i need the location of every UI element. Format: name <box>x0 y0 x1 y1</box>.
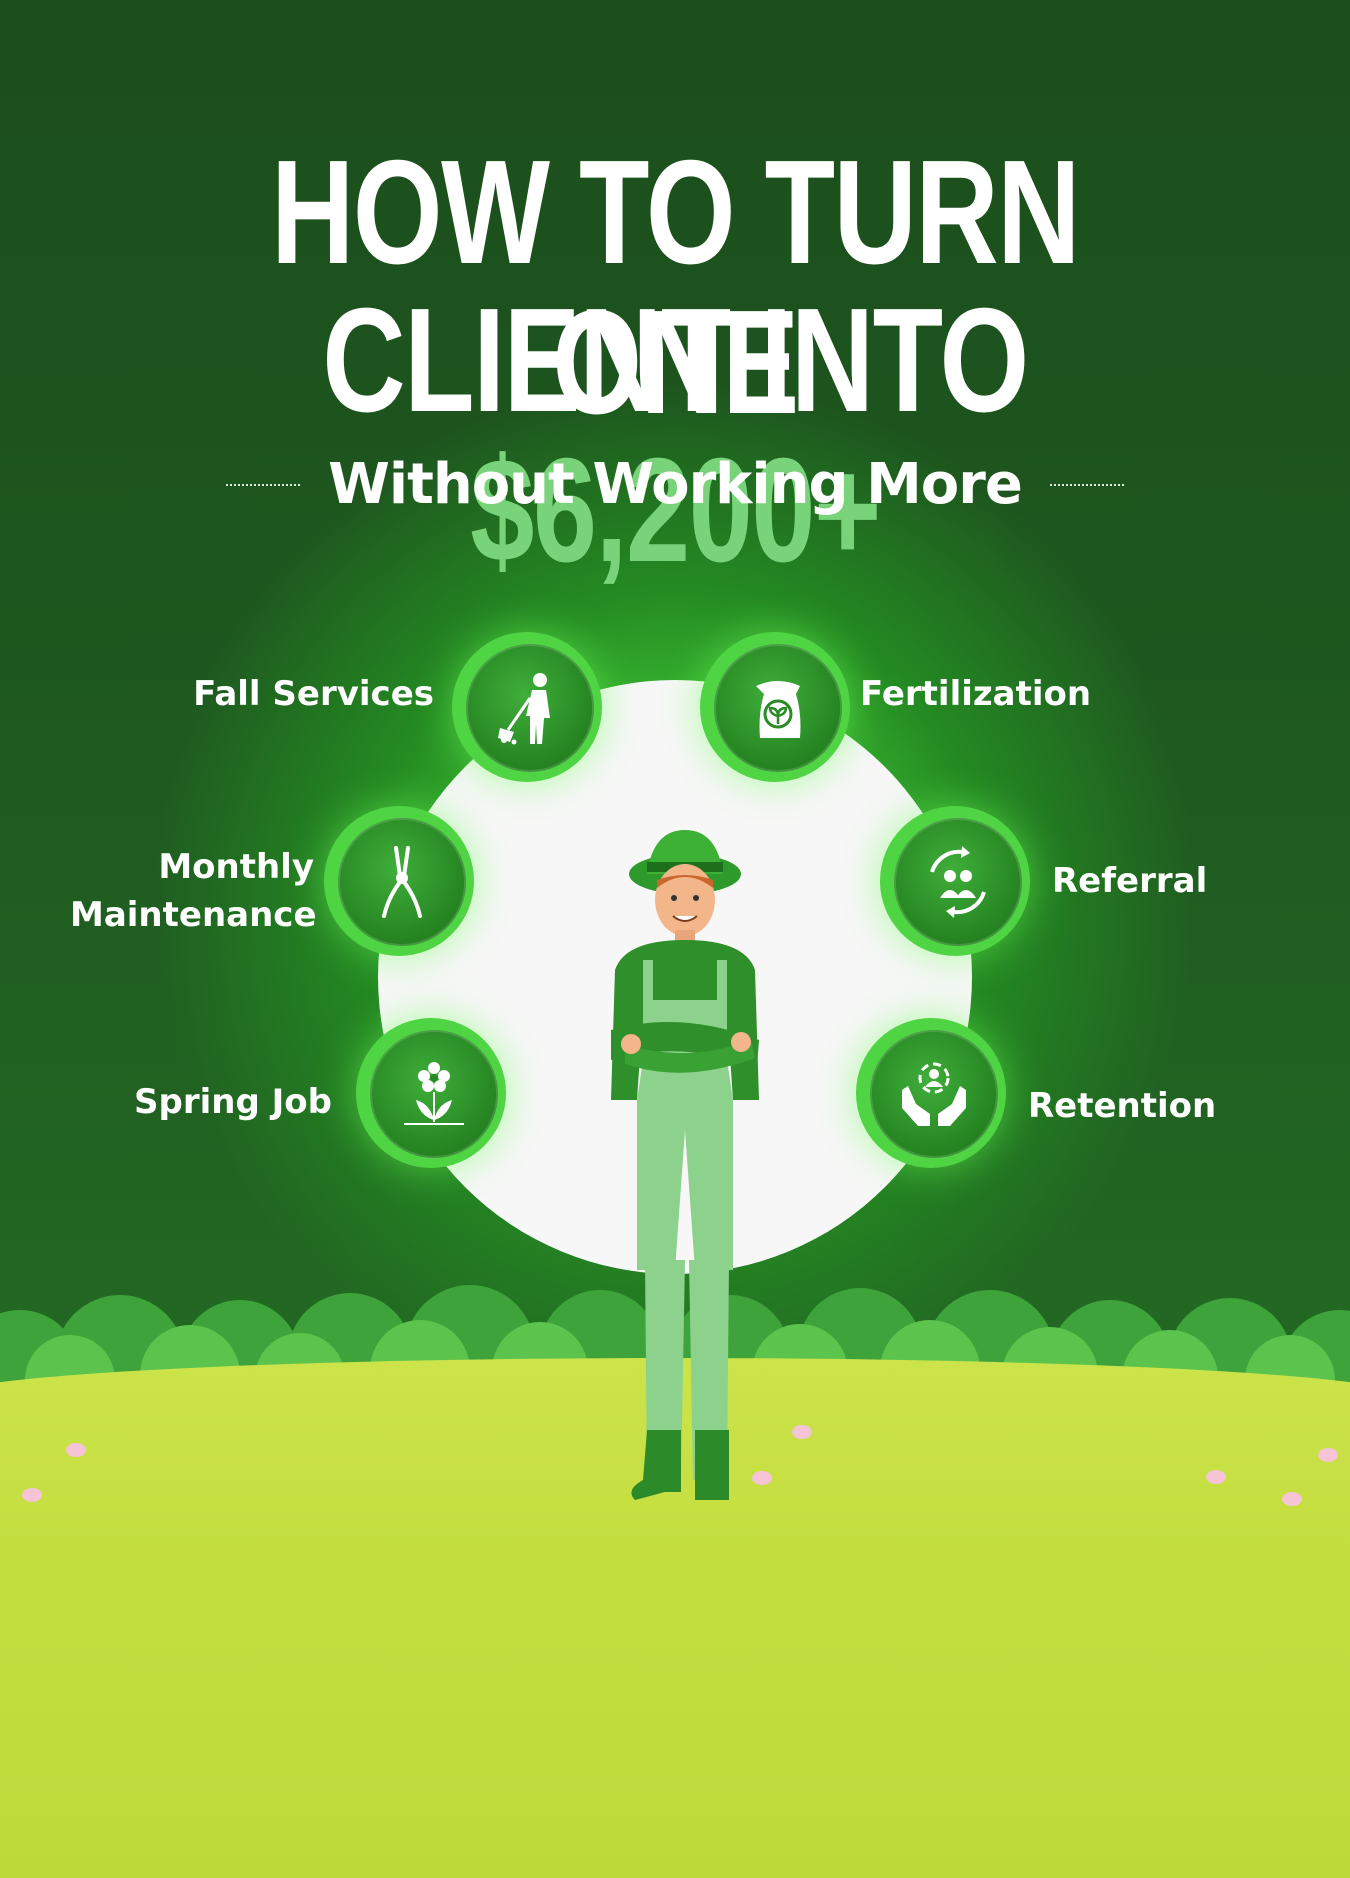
headline-amount: $6,200+ <box>470 428 881 593</box>
headline-line-1: HOW TO TURN ONE <box>271 130 1081 445</box>
fertilization-node <box>700 632 850 782</box>
gardener-illustration <box>611 830 759 1500</box>
flower-dot <box>22 1488 42 1502</box>
spring-job-label: Spring Job <box>134 1082 332 1122</box>
referral-node <box>880 806 1030 956</box>
fall-services-node <box>452 632 602 782</box>
divider-left <box>226 483 301 486</box>
monthly-maintenance-node <box>324 806 474 956</box>
referral-label: Referral <box>1052 861 1208 901</box>
monthly-maintenance-label: Monthly Maintenance <box>70 843 317 939</box>
flower-icon <box>404 1062 464 1125</box>
pruning-shears-icon <box>382 846 422 918</box>
retention-label: Retention <box>1028 1086 1217 1126</box>
subtitle: Without Working More <box>328 452 1023 517</box>
divider-right <box>1049 483 1124 486</box>
headline-prefix: CLIENT INTO <box>322 278 1029 443</box>
fertilization-label: Fertilization <box>860 674 1092 714</box>
flower-dot <box>1206 1470 1226 1484</box>
flower-dot <box>1282 1492 1302 1506</box>
fertilizer-bag-icon <box>756 681 801 738</box>
flower-dot <box>1318 1448 1338 1462</box>
monthly-label-line2: Maintenance <box>70 895 317 935</box>
fall-services-label: Fall Services <box>193 674 434 714</box>
hands-holding-person-icon <box>902 1062 966 1126</box>
retention-node <box>856 1018 1006 1168</box>
raking-person-icon <box>498 673 550 745</box>
flower-dot <box>752 1471 772 1485</box>
flower-dot <box>792 1425 812 1439</box>
subtitle-row: Without Working More <box>0 452 1350 517</box>
monthly-label-line1: Monthly <box>158 847 314 887</box>
spring-job-node <box>356 1018 506 1168</box>
headline-line-2: CLIENT INTO $6,200+ <box>149 286 1202 586</box>
people-cycle-icon <box>930 846 986 918</box>
flower-dot <box>66 1443 86 1457</box>
